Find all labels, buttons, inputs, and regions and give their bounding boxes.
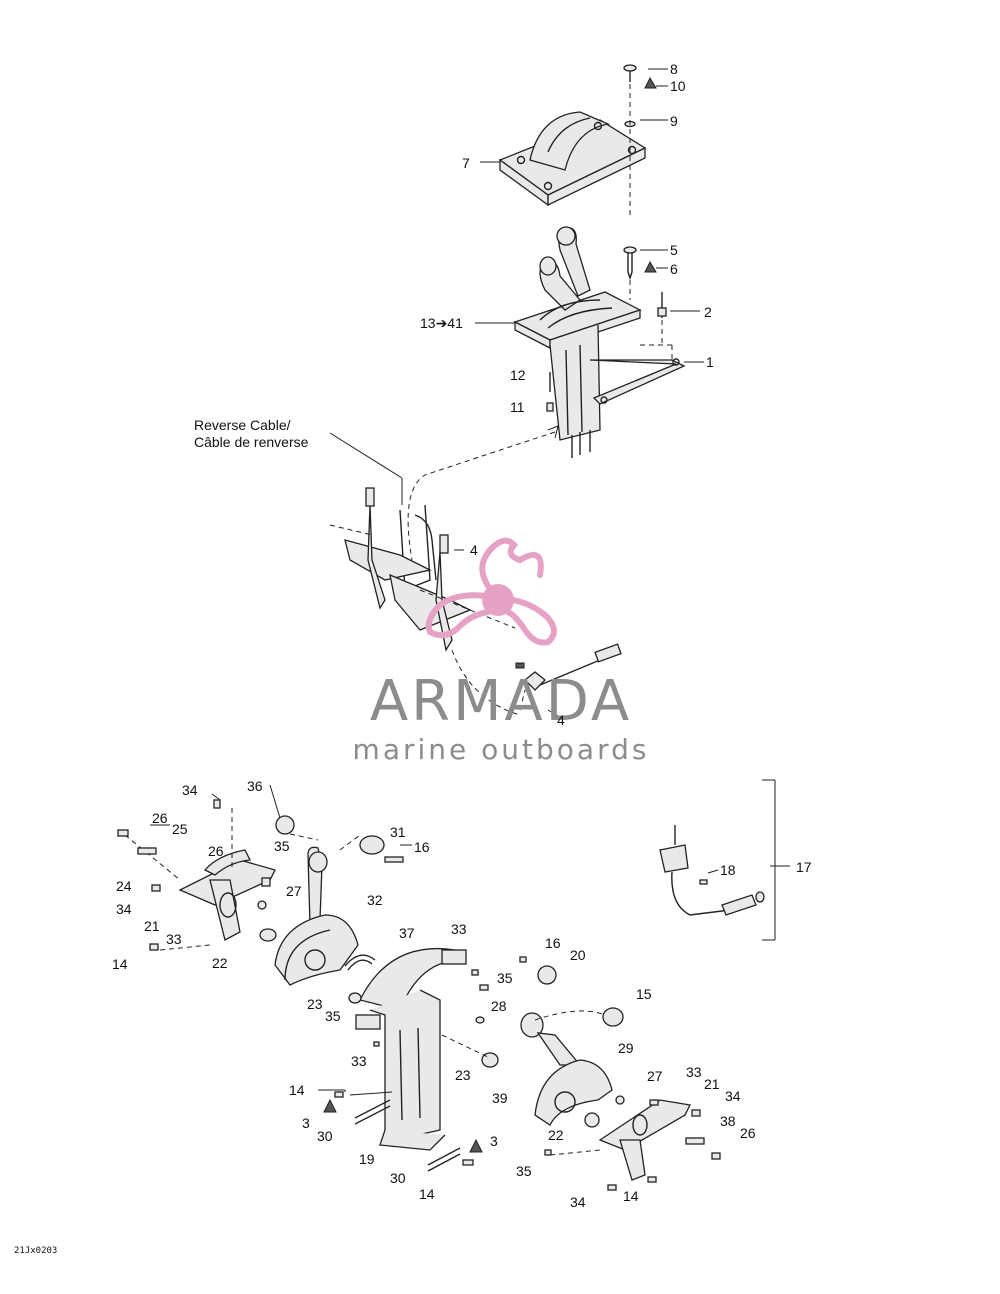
callout-20: 20 <box>570 947 586 963</box>
callout-34-bottom: 34 <box>570 1194 586 1210</box>
callout-23-lower: 23 <box>455 1067 471 1083</box>
callout-28: 28 <box>491 998 507 1014</box>
callout-38: 38 <box>720 1113 736 1129</box>
callout-35-left: 35 <box>325 1008 341 1024</box>
leader-lines <box>150 68 790 1092</box>
callout-3-right: 3 <box>490 1133 498 1149</box>
callout-22-right: 22 <box>548 1127 564 1143</box>
callout-14-right: 14 <box>623 1188 639 1204</box>
callout-14-center: 14 <box>289 1082 305 1098</box>
callout-8: 8 <box>670 61 678 77</box>
right-bracket-assembly <box>544 1095 721 1191</box>
callout-16-top: 16 <box>414 839 430 855</box>
throttle-lever-part <box>520 1010 613 1128</box>
callout-12: 12 <box>510 367 526 383</box>
callout-17: 17 <box>796 859 812 875</box>
callout-4-upper: 4 <box>470 542 478 558</box>
callout-24: 24 <box>116 878 132 894</box>
callout-11: 11 <box>510 399 525 415</box>
callout-22-left: 22 <box>212 955 228 971</box>
callout-32: 32 <box>367 892 383 908</box>
control-lever-assembly <box>513 226 686 458</box>
callout-3-left: 3 <box>302 1115 310 1131</box>
callout-18: 18 <box>720 862 736 878</box>
left-bracket-assembly <box>117 799 277 951</box>
callout-1: 1 <box>706 354 714 370</box>
small-clip-part <box>546 372 554 412</box>
bushing-part <box>348 956 624 1068</box>
callout-36: 36 <box>247 778 263 794</box>
drawing-code: 21Jx0203 <box>14 1246 58 1256</box>
retaining-ring-part <box>344 954 376 971</box>
callout-39: 39 <box>492 1090 508 1106</box>
gear-lever-part <box>274 815 404 986</box>
callout-2: 2 <box>704 304 712 320</box>
callout-27-left: 27 <box>286 883 302 899</box>
watermark-brand: ARMADA <box>369 669 633 734</box>
callout-33-center: 33 <box>451 921 467 937</box>
reverse-cable-leader <box>329 432 403 479</box>
callout-34-top: 34 <box>182 782 198 798</box>
callout-35-top: 35 <box>274 838 290 854</box>
callout-31: 31 <box>390 824 406 840</box>
callout-33-right: 33 <box>686 1064 702 1080</box>
callout-26-left: 26 <box>208 843 224 859</box>
callout-7: 7 <box>462 155 470 171</box>
reverse-cable-label: Reverse Cable/ <box>194 417 291 433</box>
callout-5: 5 <box>670 242 678 258</box>
shift-cable-part <box>329 425 622 716</box>
callout-4-lower: 4 <box>557 712 565 728</box>
cover-plate-part <box>498 111 647 207</box>
callout-21-left: 21 <box>144 918 160 934</box>
callout-27-right: 27 <box>647 1068 663 1084</box>
callout-10: 10 <box>670 78 686 94</box>
callout-13-41: 13➔41 <box>420 315 463 331</box>
callout-35-bottom: 35 <box>516 1163 532 1179</box>
callout-15: 15 <box>636 986 652 1002</box>
watermark-tagline: marine outboards <box>352 733 650 766</box>
callout-34-right: 34 <box>725 1088 741 1104</box>
callout-25: 25 <box>172 821 188 837</box>
callout-29: 29 <box>618 1040 634 1056</box>
callout-21-right: 21 <box>704 1076 720 1092</box>
callout-14-bottom: 14 <box>419 1186 435 1202</box>
callout-33-left: 33 <box>166 931 182 947</box>
center-bracket-part <box>323 947 483 1172</box>
callout-26-left-top: 26 <box>152 810 168 826</box>
callout-14-left: 14 <box>112 956 128 972</box>
callout-23-top: 23 <box>307 996 323 1012</box>
callout-26-right: 26 <box>740 1125 756 1141</box>
reverse-cable-label-fr: Câble de renverse <box>194 434 309 450</box>
screw-part <box>623 64 657 218</box>
callout-30-right: 30 <box>390 1170 406 1186</box>
callout-33-lower: 33 <box>351 1053 367 1069</box>
callout-16-right: 16 <box>545 935 561 951</box>
mount-screw-part <box>623 246 667 345</box>
callout-34-left: 34 <box>116 901 132 917</box>
callout-35-center: 35 <box>497 970 513 986</box>
callout-30-left: 30 <box>317 1128 333 1144</box>
callout-37: 37 <box>399 925 415 941</box>
callout-9: 9 <box>670 113 678 129</box>
callout-6: 6 <box>670 261 678 277</box>
wiring-harness-part <box>659 779 776 941</box>
callout-19: 19 <box>359 1151 375 1167</box>
